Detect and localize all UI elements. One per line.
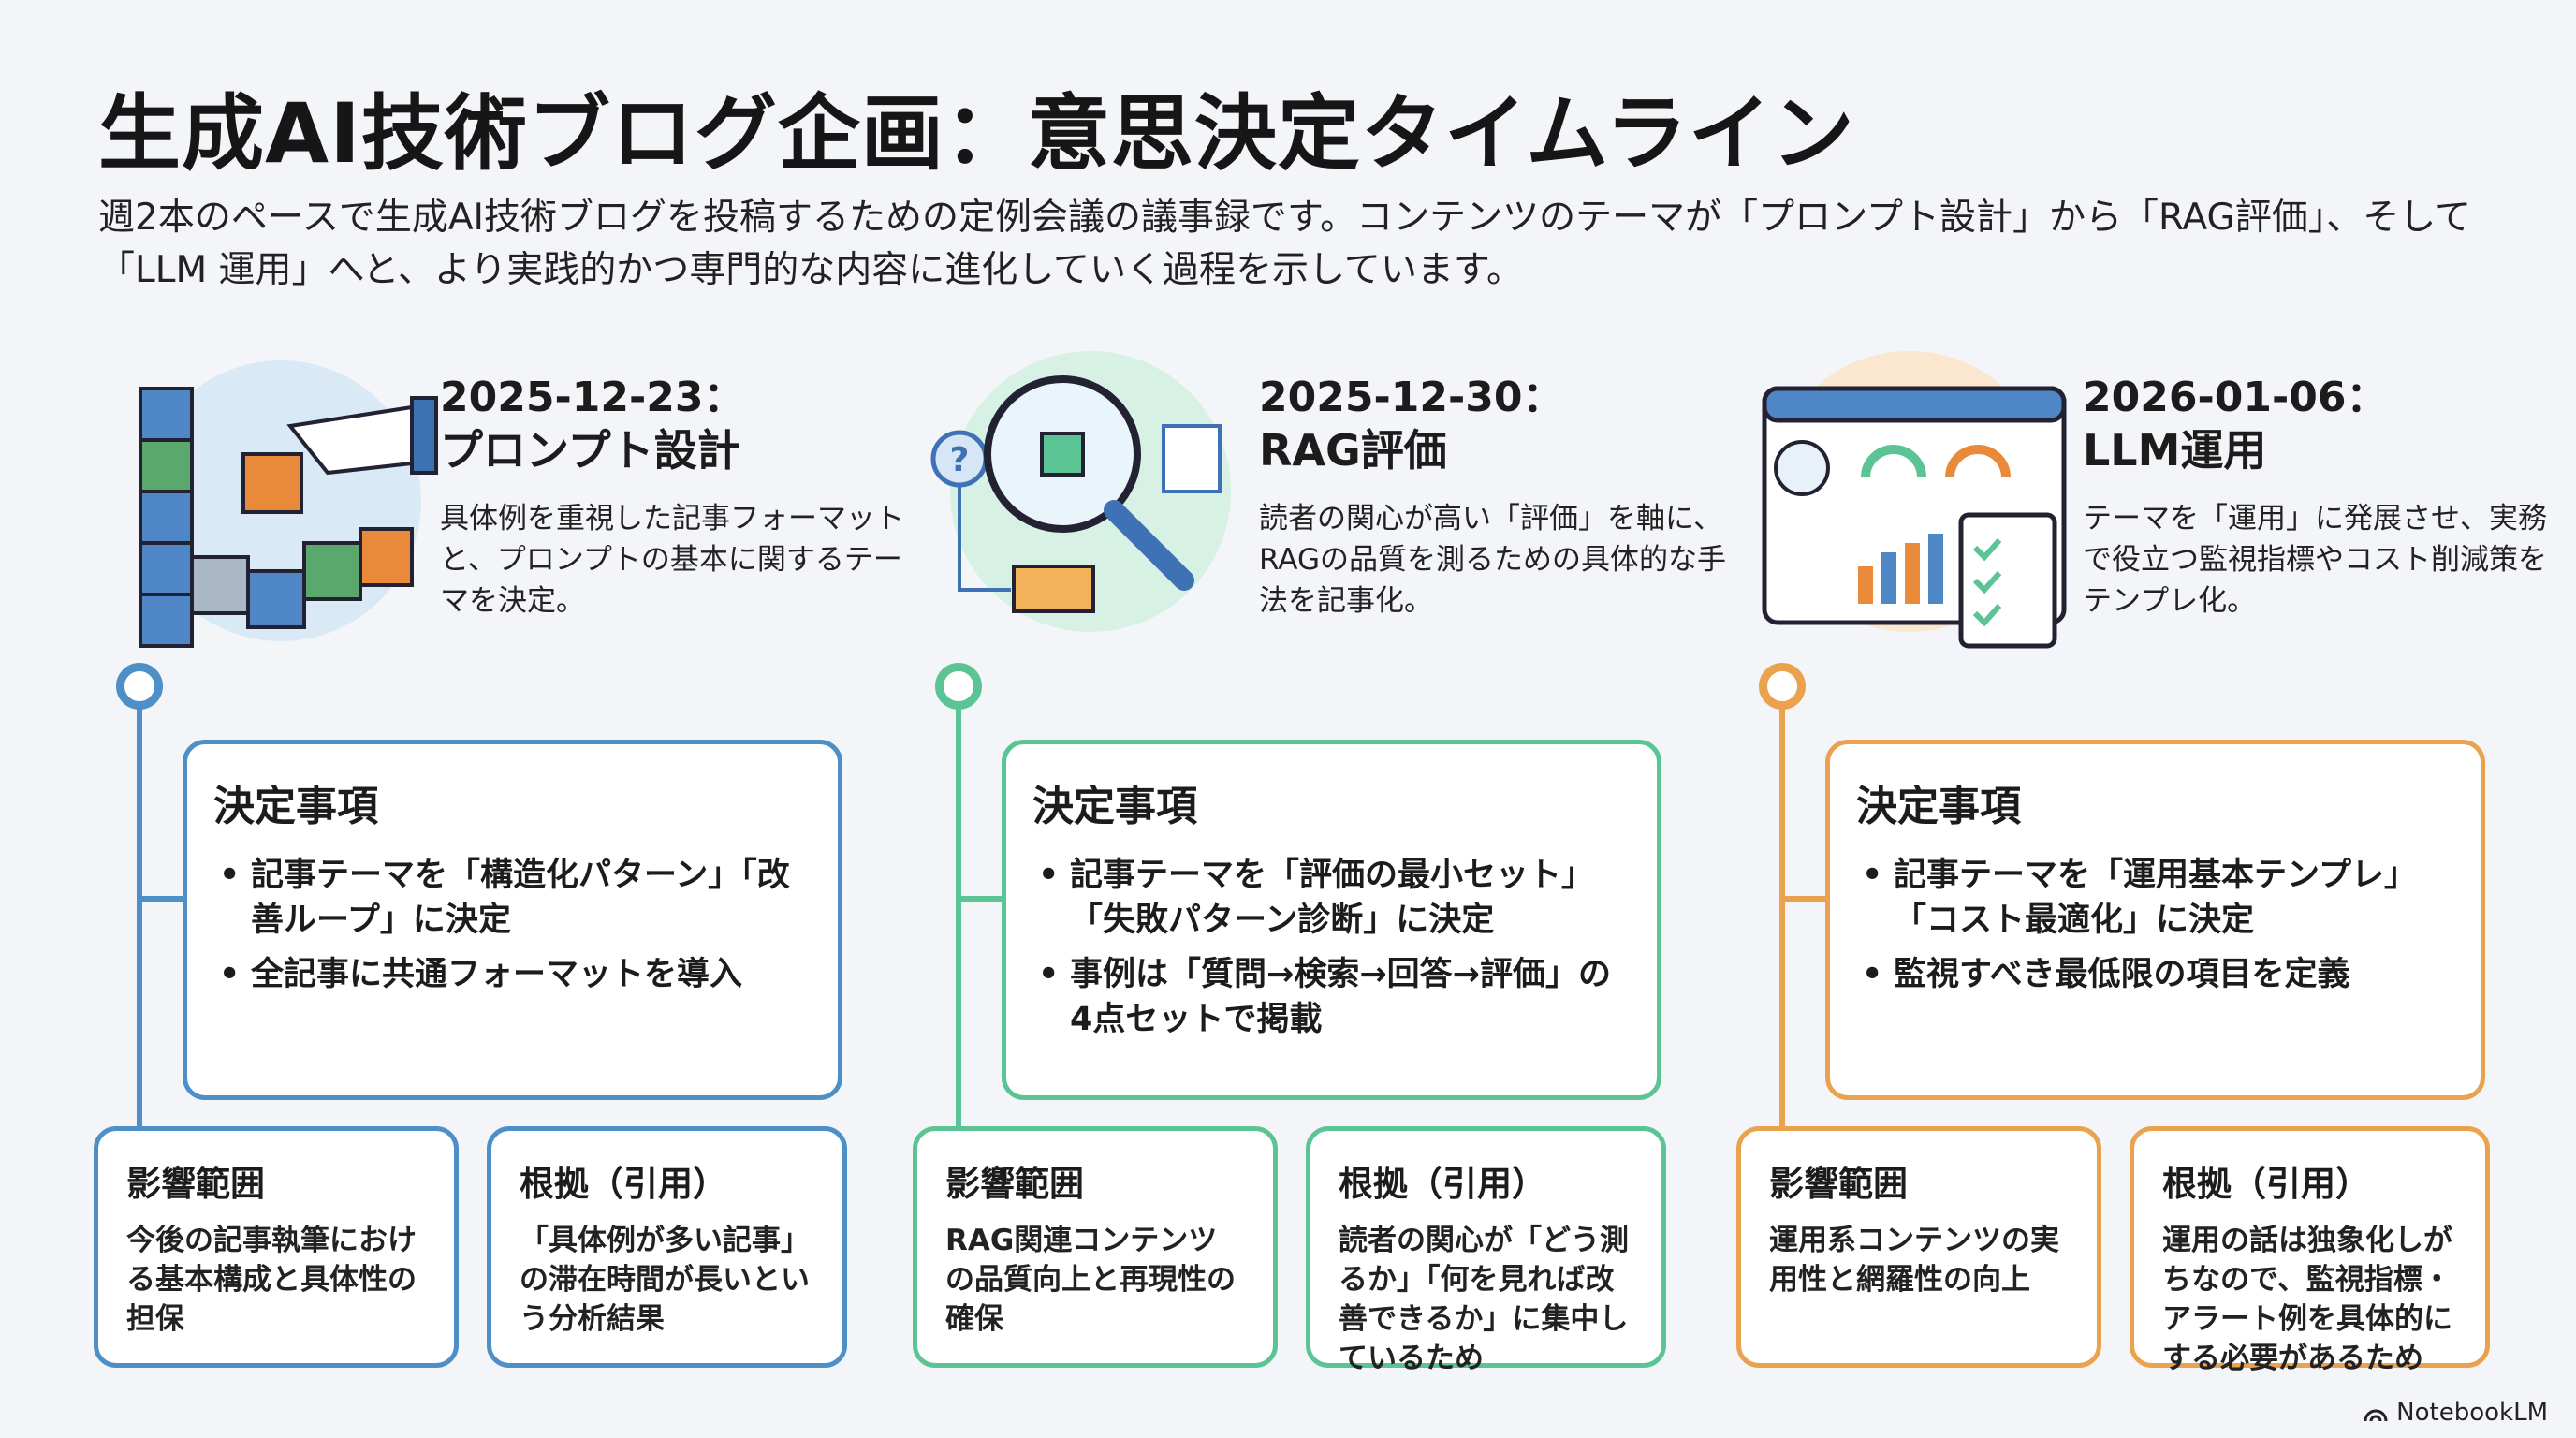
basis-card: 根拠（引用） 「具体例が多い記事」の滞在時間が長いという分析結果 [487,1126,847,1368]
decision-item: 全記事に共通フォーマットを導入 [213,952,812,997]
decision-heading: 決定事項 [213,783,378,830]
impact-card: 影響範囲 RAG関連コンテンツの品質向上と再現性の確保 [913,1126,1278,1368]
decision-heading: 決定事項 [1856,783,2021,830]
basis-card: 根拠（引用） 運用の話は独象化しがちなので、監視指標・アラート例を具体的にする必… [2130,1126,2490,1375]
decision-item: 事例は「質問→検索→回答→評価」の4点セットで掲載 [1032,952,1631,1042]
timeline-entry-2: ? 2025-12-30： RAG評価 読者の関心が高い「評価」を軸に、RAGの… [913,0,1755,1438]
basis-card: 根拠（引用） 読者の関心が「どう測るか」「何を見れば改善できるか」に集中している… [1306,1126,1666,1375]
timeline-entry-1: 2025-12-23： プロンプト設計 具体例を重視した記事フォーマットと、プロ… [94,0,936,1438]
entry-description: 読者の関心が高い「評価」を軸に、RAGの品質を測るための具体的な手法を記事化。 [1259,502,1726,618]
decision-item: 監視すべき最低限の項目を定義 [1856,952,2454,997]
entry-date: 2025-12-30： [1259,374,1564,421]
decision-item: 記事テーマを「構造化パターン」「改善ループ」に決定 [213,853,812,943]
basis-text: 読者の関心が「どう測るか」「何を見れば改善できるか」に集中しているため [1339,1224,1629,1375]
timeline-line [137,709,142,1139]
page-title: 生成AI技術ブログ企画：意思決定タイムライン [98,85,1855,182]
entry-topic: LLM運用 [2083,425,2267,476]
decision-card: 決定事項 記事テーマを「運用基本テンプレ」「コスト最適化」に決定 監視すべき最低… [1825,740,2485,1100]
building-blocks-hand-icon [139,360,438,648]
timeline-entry-3: 2026-01-06： LLM運用 テーマを「運用」に発展させ、実務で役立つ監視… [1736,0,2576,1438]
timeline-node [1759,663,1806,710]
impact-text: 運用系コンテンツの実用性と網羅性の向上 [1769,1224,2059,1297]
entry-description: 具体例を重視した記事フォーマットと、プロンプトの基本に関するテーマを決定。 [440,502,904,618]
timeline-node [116,663,163,710]
notebooklm-logo-icon [2364,1409,2388,1422]
decision-item: 記事テーマを「運用基本テンプレ」「コスト最適化」に決定 [1856,853,2454,943]
basis-heading: 根拠（引用） [2162,1164,2370,1204]
impact-text: 今後の記事執筆における基本構成と具体性の担保 [126,1224,417,1336]
entry-date: 2026-01-06： [2083,374,2388,421]
timeline-node [935,663,982,710]
basis-text: 「具体例が多い記事」の滞在時間が長いという分析結果 [520,1224,810,1336]
impact-heading: 影響範囲 [126,1164,265,1204]
basis-heading: 根拠（引用） [1339,1164,1546,1204]
decision-heading: 決定事項 [1032,783,1197,830]
decision-card: 決定事項 記事テーマを「評価の最小セット」「失敗パターン診断」に決定 事例は「質… [1002,740,1661,1100]
timeline-connector [137,896,183,902]
impact-heading: 影響範囲 [1769,1164,1908,1204]
entry-topic: RAG評価 [1259,425,1447,476]
impact-heading: 影響範囲 [945,1164,1084,1204]
svg-text:?: ? [950,441,970,479]
timeline-connector [1779,896,1826,902]
brand-label: NotebookLM [2396,1399,2548,1427]
brand-footer: NotebookLM [2363,1399,2548,1427]
impact-text: RAG関連コンテンツの品質向上と再現性の確保 [945,1224,1236,1336]
entry-topic: プロンプト設計 [440,425,740,476]
decision-item: 記事テーマを「評価の最小セット」「失敗パターン診断」に決定 [1032,853,1631,943]
timeline-connector [956,896,1003,902]
basis-heading: 根拠（引用） [520,1164,727,1204]
entry-description: テーマを「運用」に発展させ、実務で役立つ監視指標やコスト削減策をテンプレ化。 [2083,502,2547,618]
entry-date: 2025-12-23： [440,374,745,421]
timeline-line [1779,709,1785,1139]
page-intro: 週2本のペースで生成AI技術ブログを投稿するための定例会議の議事録です。コンテン… [98,197,2472,291]
impact-card: 影響範囲 今後の記事執筆における基本構成と具体性の担保 [94,1126,459,1368]
decision-card: 決定事項 記事テーマを「構造化パターン」「改善ループ」に決定 全記事に共通フォー… [183,740,842,1100]
dashboard-checklist-icon [1762,351,2067,649]
timeline-line [956,709,961,1139]
impact-card: 影響範囲 運用系コンテンツの実用性と網羅性の向上 [1736,1126,2101,1368]
basis-text: 運用の話は独象化しがちなので、監視指標・アラート例を具体的にする必要があるため [2162,1224,2452,1375]
magnifier-search-flow-icon: ? [930,351,1231,632]
